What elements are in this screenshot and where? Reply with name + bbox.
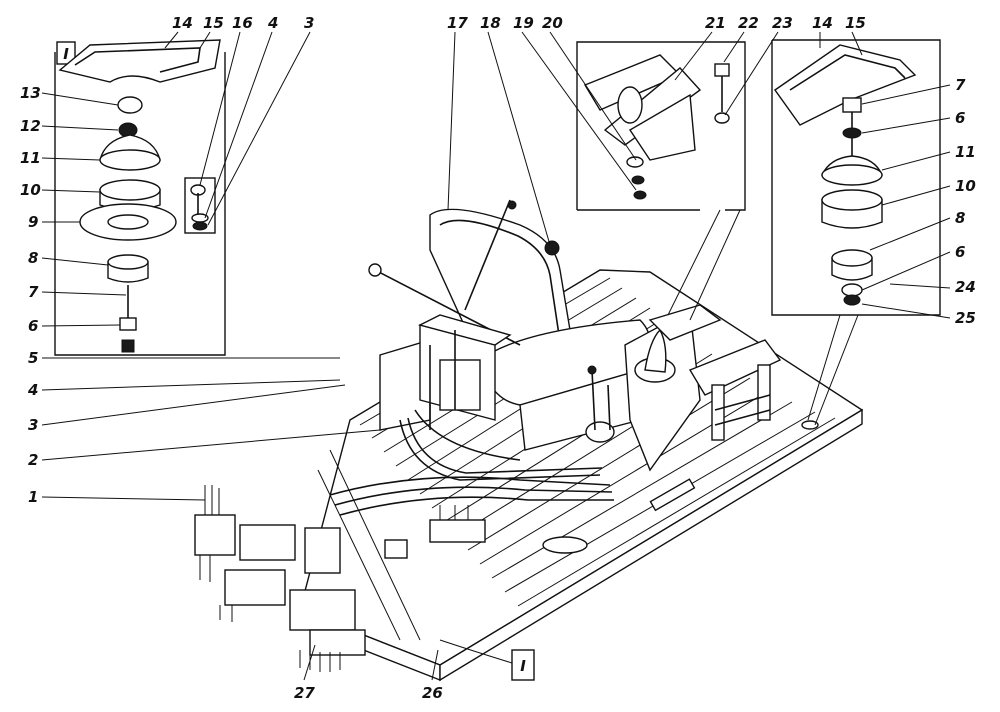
right-inset — [771, 39, 941, 316]
callout-16: 16 — [232, 14, 253, 32]
callout-8-right: 8 — [955, 209, 965, 227]
leader-lines — [41, 31, 951, 681]
callout-12: 12 — [20, 117, 41, 135]
top-inset — [576, 41, 746, 211]
view-marker-bottom: I — [520, 657, 526, 675]
callout-14-left: 14 — [172, 14, 193, 32]
callout-7-left: 7 — [28, 283, 39, 301]
callout-4-top: 4 — [267, 14, 278, 32]
callout-22: 22 — [738, 14, 759, 32]
callout-2: 2 — [28, 451, 38, 469]
callout-6-right-lower: 6 — [955, 243, 965, 261]
callout-15-left: 15 — [203, 14, 224, 32]
callout-19: 19 — [513, 14, 534, 32]
view-marker-inset: I — [63, 45, 69, 63]
callout-21: 21 — [705, 14, 726, 32]
callout-5: 5 — [28, 349, 38, 367]
callout-1: 1 — [28, 488, 38, 506]
callout-3-left: 3 — [28, 416, 38, 434]
callout-4-left: 4 — [27, 381, 38, 399]
callout-15-right: 15 — [845, 14, 866, 32]
callout-27: 27 — [294, 684, 315, 702]
view-marker-box — [511, 649, 535, 681]
control-pedestal — [585, 304, 782, 472]
callout-24: 24 — [955, 278, 976, 296]
callout-18: 18 — [480, 14, 501, 32]
callout-23: 23 — [772, 14, 793, 32]
callout-6-right: 6 — [955, 109, 965, 127]
callout-7-right: 7 — [955, 76, 966, 94]
callout-20: 20 — [542, 14, 563, 32]
callout-14-right: 14 — [812, 14, 833, 32]
callout-13: 13 — [20, 84, 41, 102]
callout-labels: 14 15 16 4 3 17 18 19 20 21 22 23 14 15 … — [20, 14, 976, 702]
callout-10-right: 10 — [955, 177, 976, 195]
callout-17: 17 — [447, 14, 468, 32]
callout-3-top: 3 — [304, 14, 314, 32]
callout-8-left: 8 — [28, 249, 38, 267]
callout-25: 25 — [955, 309, 976, 327]
callout-26: 26 — [422, 684, 443, 702]
callout-6-left: 6 — [28, 317, 38, 335]
left-inset: I — [54, 39, 226, 356]
switch-box — [329, 314, 614, 516]
callout-10-left: 10 — [20, 181, 41, 199]
callout-9: 9 — [28, 213, 38, 231]
front-electrical-blocks — [194, 485, 486, 672]
callout-11-right: 11 — [955, 143, 976, 161]
callout-11-left: 11 — [20, 149, 41, 167]
